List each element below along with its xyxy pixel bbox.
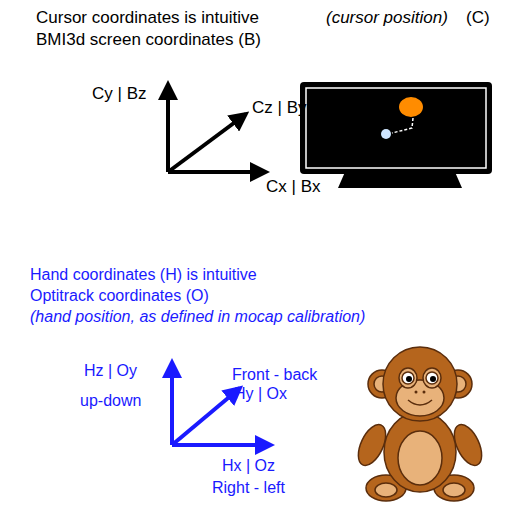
axis-label: Right - left [212,479,285,497]
monkey-illustration [353,347,488,501]
monitor-icon [300,82,492,188]
axis-label: Cy | Bz [92,84,146,104]
note-text: (cursor position) [326,8,448,28]
axis-label: up-down [80,392,141,410]
note-text: (hand position, as defined in mocap cali… [30,308,365,326]
cursor-axes [168,84,266,172]
heading-text: BMI3d screen coordinates (B) [36,30,261,50]
axis-label: Cx | Bx [266,177,320,197]
axis-label: Cz | By [252,98,306,118]
heading-text: (C) [466,8,490,28]
axis-label: Front - back [232,366,317,384]
axis-label: Hz | Oy [84,362,137,380]
heading-text: Optitrack coordinates (O) [30,287,209,305]
heading-text: Hand coordinates (H) is intuitive [30,266,257,284]
heading-text: Cursor coordinates is intuitive [36,8,259,28]
axis-label: Hx | Oz [222,457,275,475]
axis-label: Hy | Ox [234,385,287,403]
